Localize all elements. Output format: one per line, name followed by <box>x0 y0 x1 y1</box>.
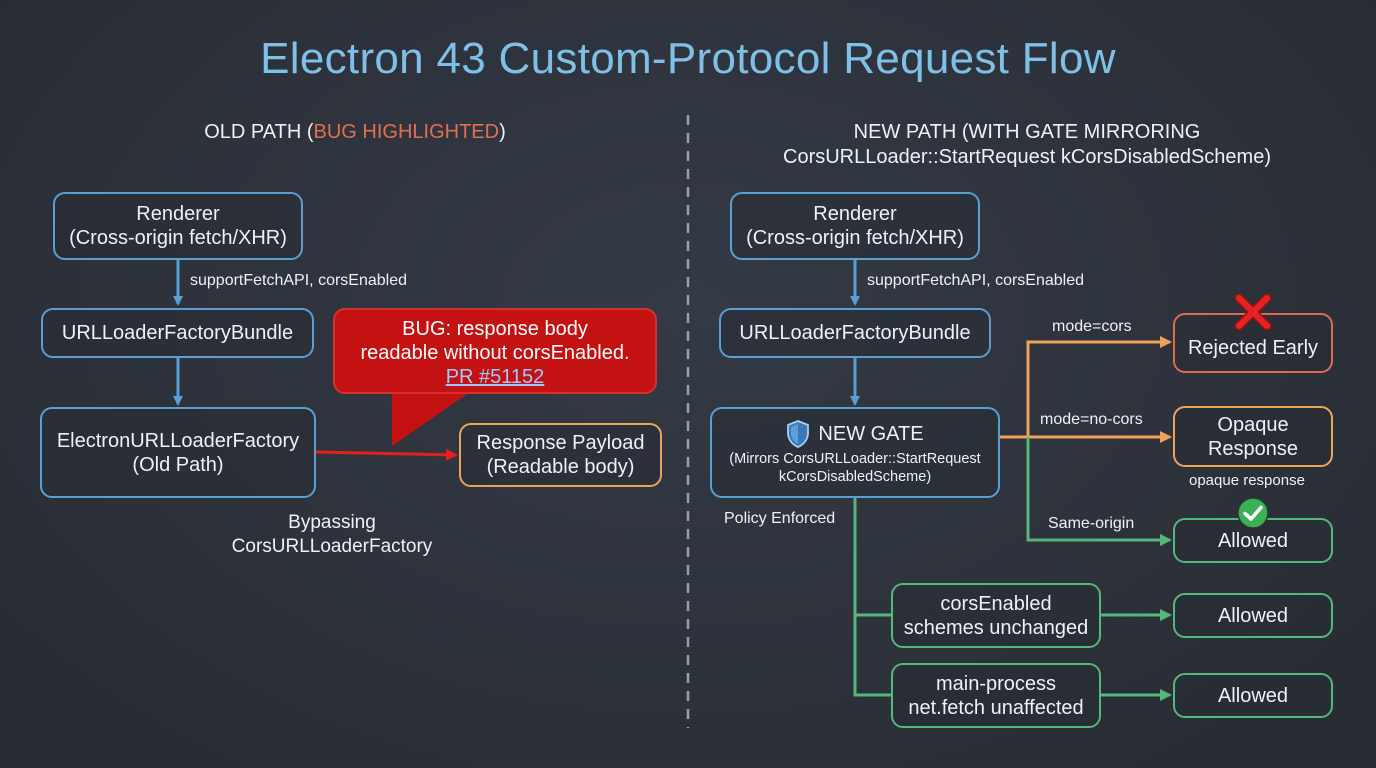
new-edge-label: supportFetchAPI, corsEnabled <box>867 272 1085 289</box>
new-path-heading: NEW PATH (WITH GATE MIRRORING CorsURLLoa… <box>783 121 1271 168</box>
bug-highlight-text: BUG HIGHLIGHTED <box>313 121 500 143</box>
cors-enabled-allowed-node: Allowed <box>1173 593 1333 638</box>
branch-same-origin-wire <box>1026 437 1172 546</box>
old-factory-node: ElectronURLLoaderFactory (Old Path) <box>40 407 316 498</box>
new-bundle-node: URLLoaderFactoryBundle <box>719 308 991 358</box>
rejected-early-node: Rejected Early <box>1173 313 1333 373</box>
cors-enabled-node: corsEnabled schemes unchanged <box>891 583 1101 648</box>
opaque-response-node: Opaque Response <box>1173 406 1333 467</box>
old-payload-node: Response Payload (Readable body) <box>459 423 662 487</box>
branch-no-cors-label: mode=no-cors <box>1040 411 1143 428</box>
bug-callout-tail <box>392 392 470 446</box>
branch-same-origin-label: Same-origin <box>1048 515 1135 532</box>
old-edge-label: supportFetchAPI, corsEnabled <box>190 272 408 289</box>
main-process-node: main-process net.fetch unaffected <box>891 663 1101 728</box>
old-path-heading: OLD PATH (BUG HIGHLIGHTED) <box>204 121 506 143</box>
policy-enforced-label: Policy Enforced <box>724 510 836 527</box>
page-title: Electron 43 Custom-Protocol Request Flow <box>260 34 1116 83</box>
bug-callout: BUG: response body readable without cors… <box>333 308 657 394</box>
old-arrow-factory-payload <box>315 448 458 461</box>
old-renderer-node: Renderer (Cross-origin fetch/XHR) <box>53 192 303 260</box>
main-process-allowed-node: Allowed <box>1173 673 1333 718</box>
new-renderer-node: Renderer (Cross-origin fetch/XHR) <box>730 192 980 260</box>
shield-icon <box>787 419 810 448</box>
pr-link[interactable]: PR #51152 <box>445 366 545 388</box>
branch-cors-label: mode=cors <box>1052 318 1132 335</box>
opaque-response-note: opaque response <box>1189 472 1305 489</box>
bypass-label: Bypassing CorsURLLoaderFactory <box>231 512 433 557</box>
green-check-icon <box>1237 497 1269 529</box>
red-x-icon <box>1234 294 1272 331</box>
policy-trunk-wire <box>853 498 891 697</box>
old-bundle-node: URLLoaderFactoryBundle <box>41 308 314 358</box>
new-gate-node: NEW GATE (Mirrors CorsURLLoader::StartRe… <box>710 407 1000 498</box>
